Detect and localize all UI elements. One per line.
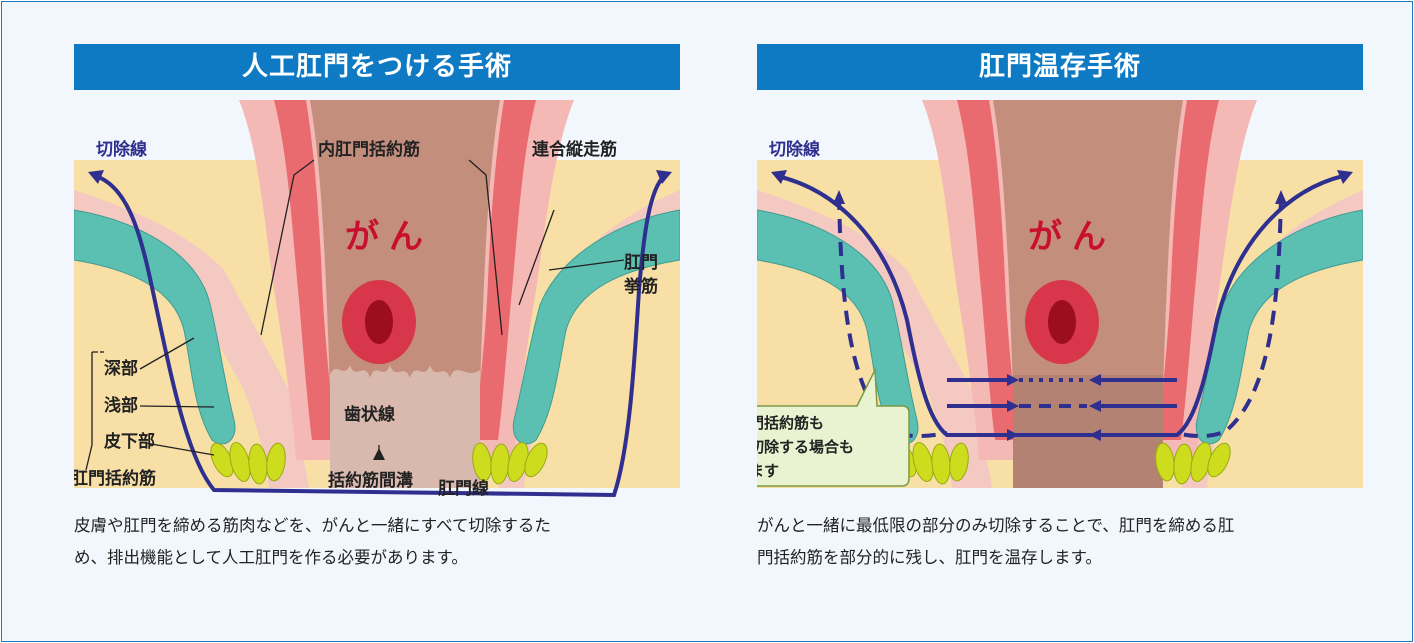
- label-levator-ani-1: 肛門: [624, 253, 658, 273]
- panel-sphincter-preserving-surgery: 肛門温存手術: [757, 44, 1363, 574]
- label-cut-line: 切除線: [769, 139, 820, 160]
- label-cancer: がん: [1028, 217, 1116, 257]
- label-levator-ani-2: 挙筋: [623, 276, 658, 297]
- panel-caption: がんと一緒に最低限の部分のみ切除することで、肛門を締める肛 門括約筋を部分的に残…: [757, 510, 1363, 574]
- panel-stoma-surgery: 人工肛門をつける手術: [74, 44, 680, 574]
- label-cut-line: 切除線: [96, 139, 147, 160]
- illustration-stoma-surgery: 切除線 内肛門括約筋 連合縦走筋 肛門 挙筋 がん 深部 浅部 皮下部 外肛門括…: [74, 90, 680, 500]
- label-external-sphincter: 外肛門括約筋: [74, 468, 156, 489]
- panel-caption: 皮膚や肛門を締める筋肉などを、がんと一緒にすべて切除するた め、排出機能として人…: [74, 510, 680, 574]
- label-superficial: 浅部: [104, 395, 138, 416]
- tumor-center: [1048, 300, 1076, 344]
- label-deep: 深部: [104, 358, 138, 379]
- panel-heading: 人工肛門をつける手術: [74, 44, 680, 90]
- label-dentate-line: 歯状線: [344, 404, 395, 425]
- callout-line-2: 一部切除する場合も: [757, 438, 854, 456]
- callout-line-3: あります: [757, 462, 779, 480]
- label-intersphincteric-groove: 括約筋間溝: [328, 470, 413, 491]
- label-internal-sphincter: 内肛門括約筋: [318, 139, 420, 160]
- label-subcutaneous: 皮下部: [104, 431, 155, 452]
- illustration-sphincter-preserving: 切除線 がん 外肛門括約筋も 一部切除する場合も あります: [757, 90, 1363, 500]
- label-longitudinal-muscle: 連合縦走筋: [532, 139, 617, 160]
- anal-canal: [330, 365, 480, 488]
- callout-line-1: 外肛門括約筋も: [757, 414, 824, 432]
- tumor-center: [365, 300, 393, 344]
- label-cancer: がん: [345, 217, 433, 257]
- label-anal-verge: 肛門線: [438, 478, 489, 499]
- anal-canal: [1013, 375, 1163, 488]
- panel-heading: 肛門温存手術: [757, 44, 1363, 90]
